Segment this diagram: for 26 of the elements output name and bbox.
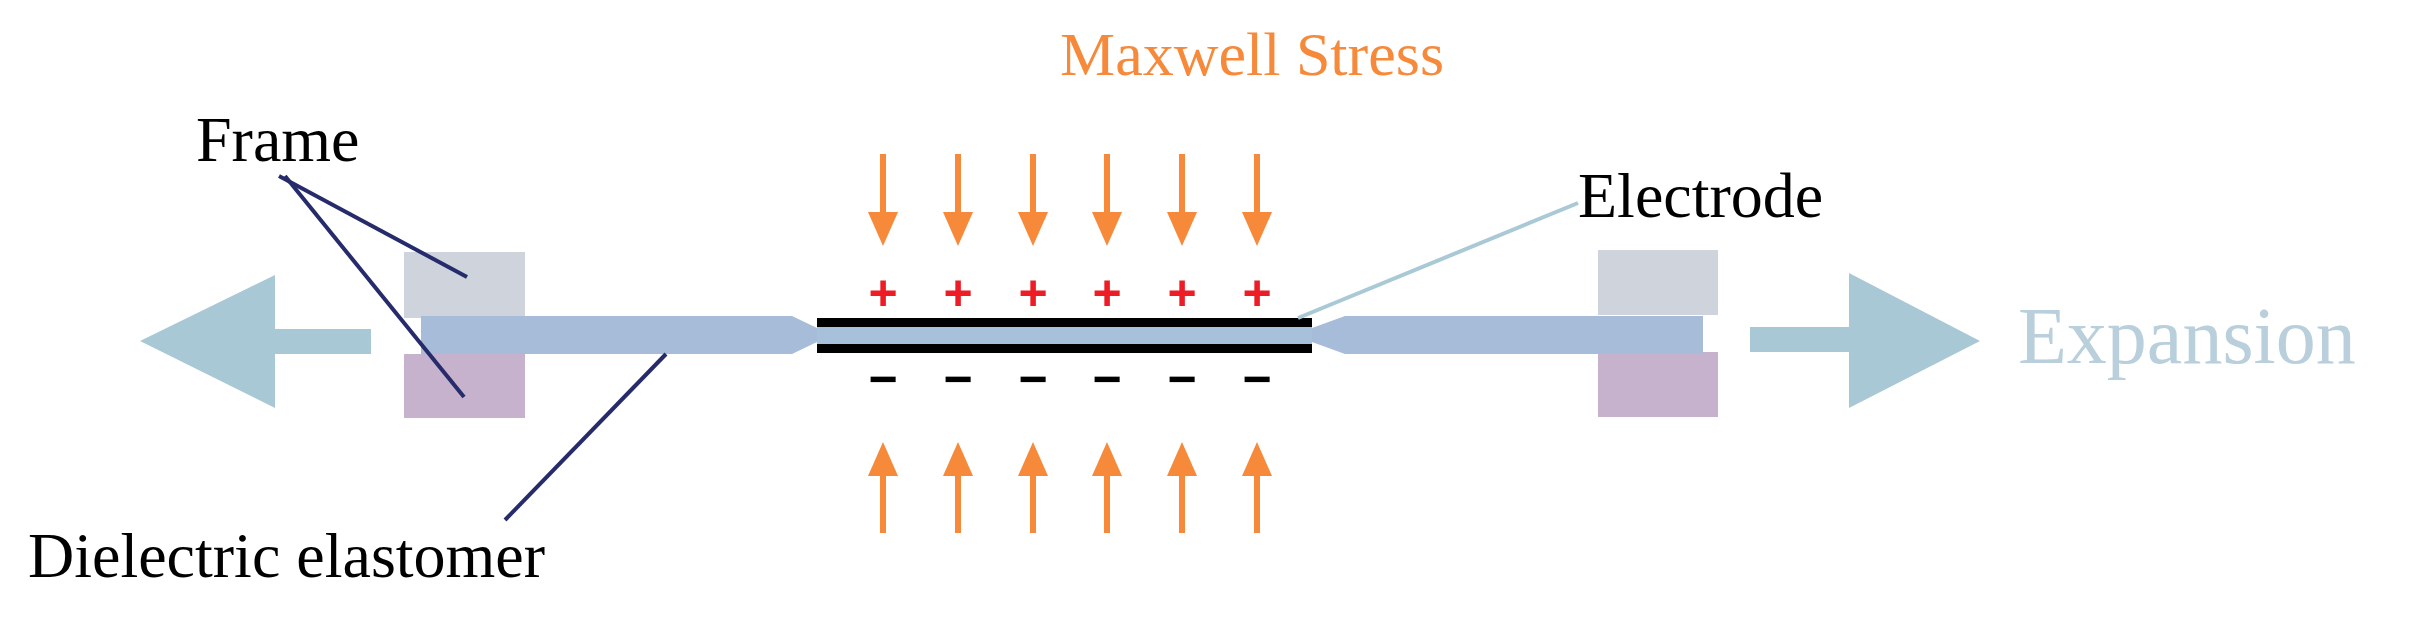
frame-block — [404, 252, 525, 318]
positive-charge-sign: + — [1092, 266, 1122, 321]
negative-charge-sign: − — [1242, 352, 1272, 407]
negative-charge-sign: − — [1018, 352, 1048, 407]
positive-charge-sign: + — [868, 266, 898, 321]
leader-line — [283, 174, 466, 399]
motion-label: Expansion — [2018, 292, 2356, 380]
positive-charge-sign: + — [1167, 266, 1197, 321]
negative-charge-sign: − — [943, 352, 973, 407]
force-label: Maxwell Stress — [1060, 20, 1445, 89]
leader-line — [503, 352, 668, 522]
electrode-plates — [817, 318, 1312, 353]
frame-block — [404, 354, 525, 418]
frame-block — [1598, 250, 1718, 315]
positive-charge-sign: + — [1018, 266, 1048, 321]
leader-line — [1297, 201, 1579, 320]
part-label: Dielectric elastomer — [28, 520, 768, 592]
leader-line — [278, 174, 468, 279]
negative-charge-sign: − — [1092, 352, 1122, 407]
negative-charge-sign: − — [1167, 352, 1197, 407]
part-label: Electrode — [1578, 160, 1928, 232]
negative-charge-sign: − — [868, 352, 898, 407]
part-label: Frame — [196, 104, 436, 176]
frame-block — [1598, 352, 1718, 417]
positive-charge-sign: + — [1242, 266, 1272, 321]
positive-charge-sign: + — [943, 266, 973, 321]
